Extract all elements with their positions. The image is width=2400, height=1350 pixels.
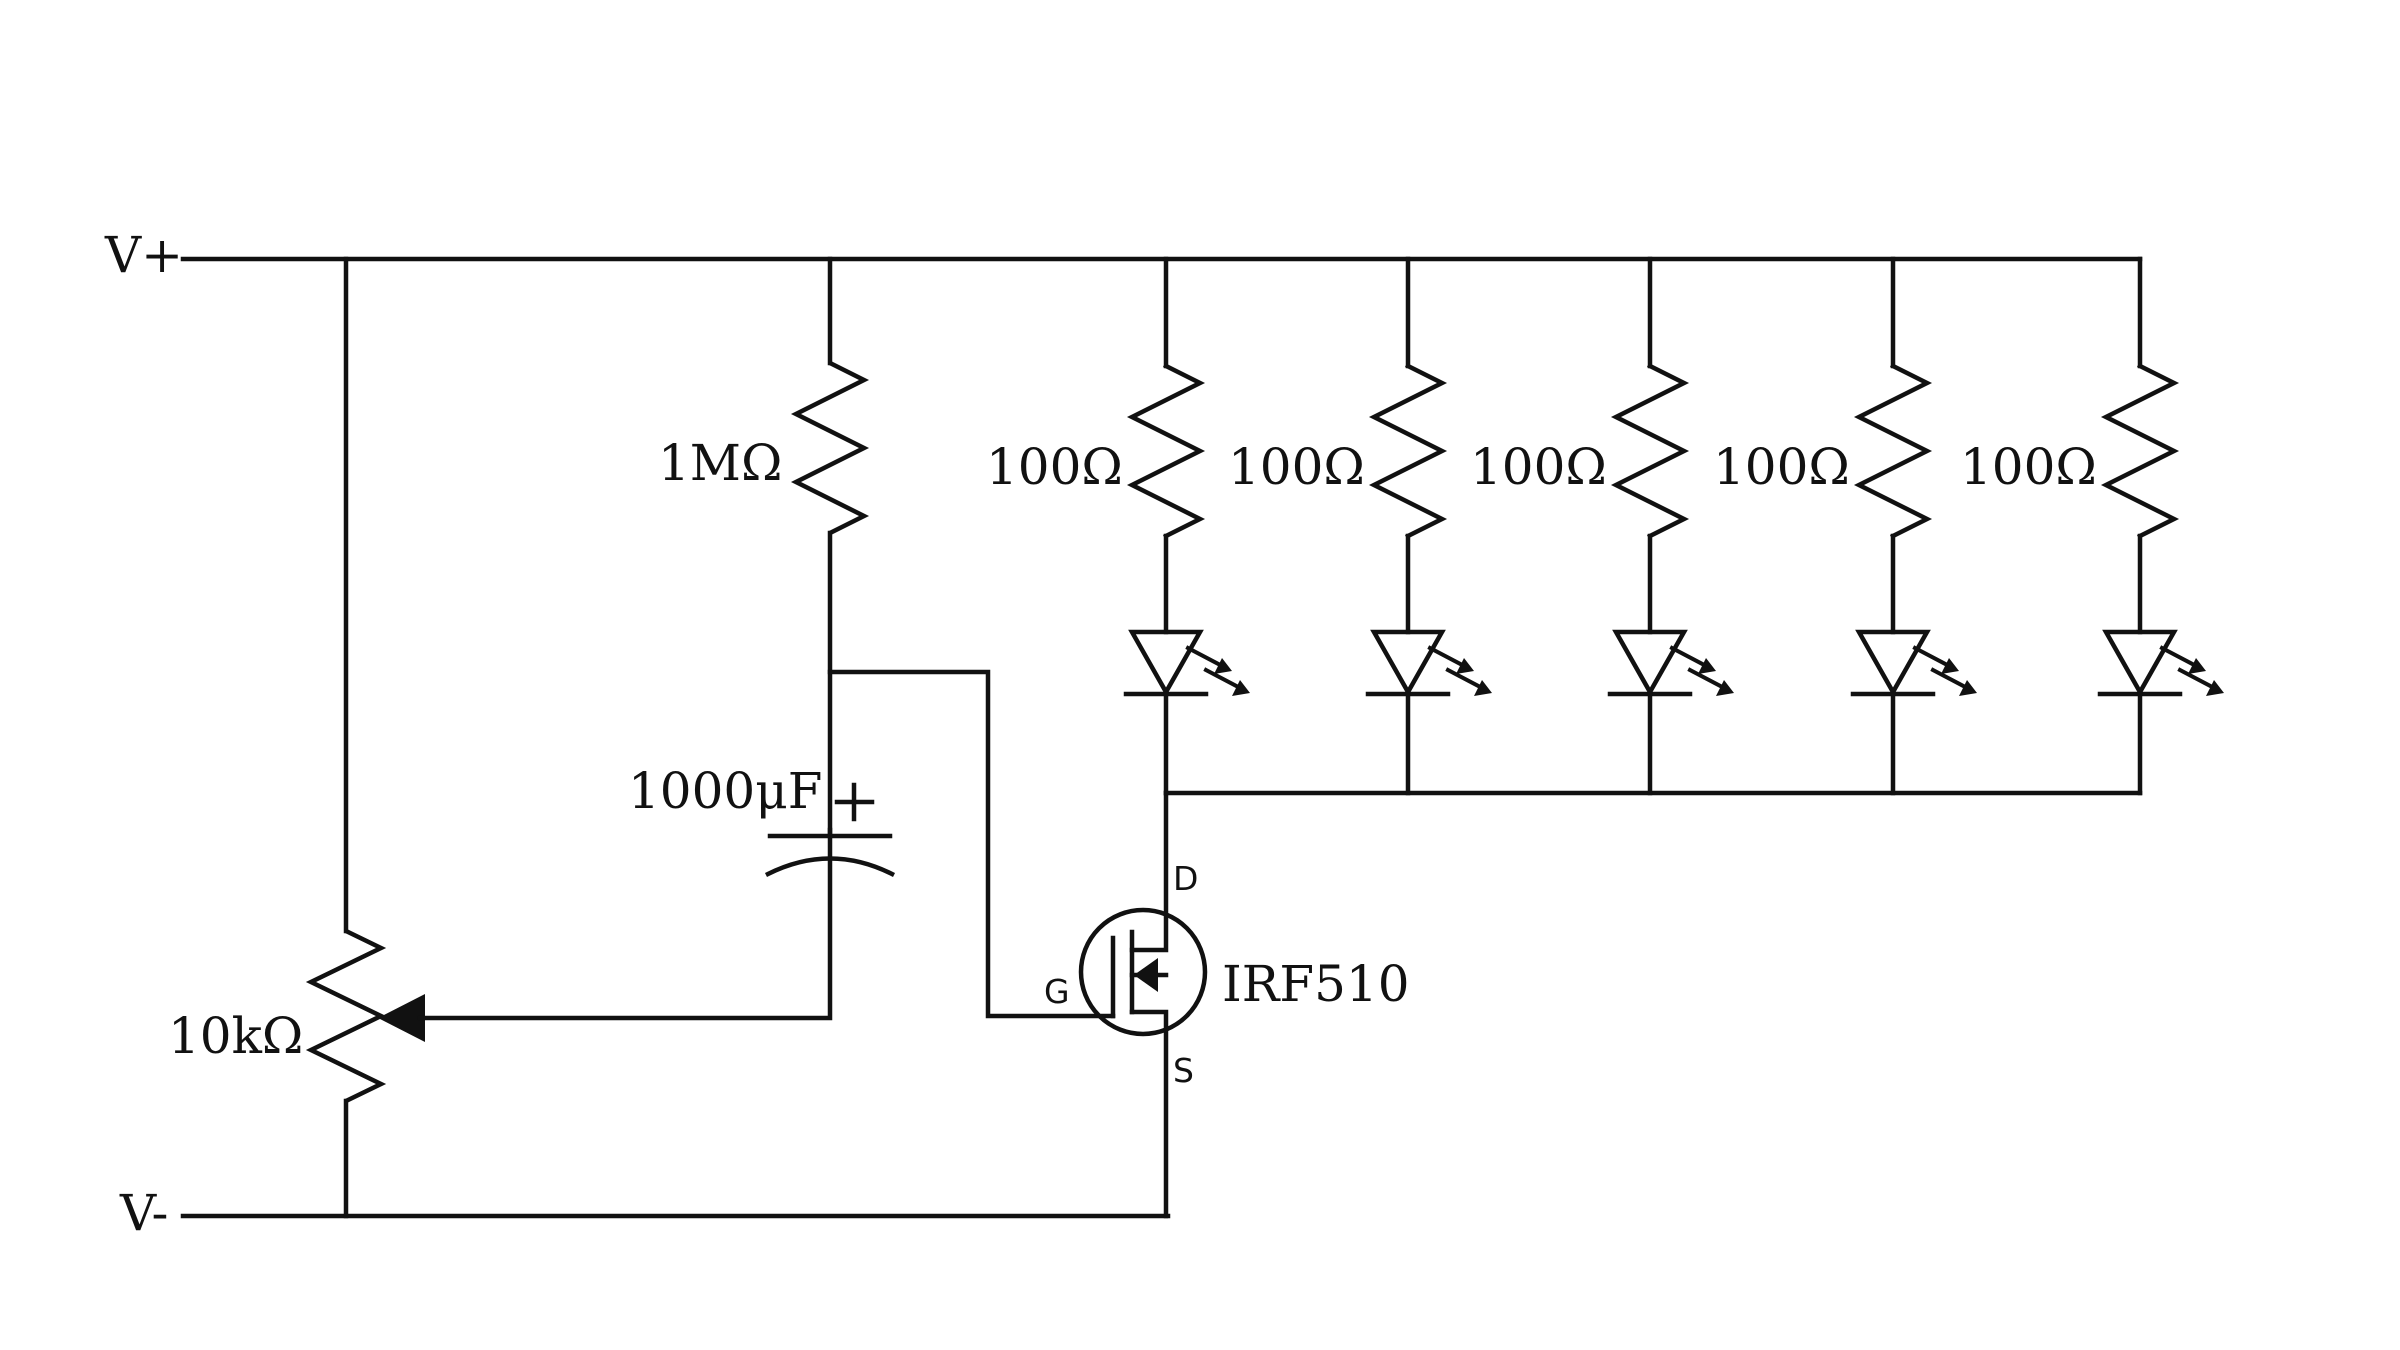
mosfet-drain-lead bbox=[1129, 790, 1169, 953]
led-4-diode-icon bbox=[1855, 629, 1931, 697]
led-3-diode-icon bbox=[1612, 629, 1688, 697]
led-3-light-arrow-2-icon bbox=[1716, 680, 1734, 696]
mosfet-body-circle bbox=[1078, 907, 1208, 1037]
led-2-light-arrow-2-icon bbox=[1474, 680, 1492, 696]
led-branches: 100Ω 100Ω 100Ω 100Ω 100Ω bbox=[986, 256, 2224, 796]
mosfet-source-lead bbox=[1129, 1009, 1169, 1219]
mosfet-drain-label: D bbox=[1173, 859, 1198, 898]
led-2-light-arrow-1-icon bbox=[1456, 658, 1474, 674]
led-branch-3-resistor-value-label: 100Ω bbox=[1470, 438, 1607, 496]
led-1-light-arrow-2-icon bbox=[1232, 680, 1250, 696]
led-4-light-arrow-1-icon bbox=[1941, 658, 1959, 674]
led-3-light-arrow-1-icon bbox=[1698, 658, 1716, 674]
capacitor-negative-plate bbox=[764, 856, 896, 878]
led-4-light-arrow-2-icon bbox=[1959, 680, 1977, 696]
led-branch-2-resistor-symbol bbox=[1368, 362, 1448, 540]
led-branch-5-resistor-symbol bbox=[2100, 362, 2180, 540]
potentiometer-wiper-arrow bbox=[378, 994, 425, 1042]
led-branch-1-resistor-symbol bbox=[1126, 362, 1206, 540]
led-1-diode-icon bbox=[1128, 629, 1204, 697]
positive-rail-label: V+ bbox=[104, 226, 183, 284]
mosfet-gate-label: G bbox=[1044, 972, 1070, 1011]
mosfet-part-label: IRF510 bbox=[1222, 955, 1410, 1013]
capacitor-value-label: 1000μF bbox=[628, 762, 822, 820]
led-branch-3-resistor-symbol bbox=[1610, 362, 1690, 540]
led-branch-1-resistor-value-label: 100Ω bbox=[986, 438, 1123, 496]
led-5-diode-icon bbox=[2102, 629, 2178, 697]
led-branch-2-resistor-value-label: 100Ω bbox=[1228, 438, 1365, 496]
potentiometer-resistor-symbol bbox=[305, 928, 387, 1104]
timing-resistor-value-label: 1MΩ bbox=[658, 434, 782, 492]
led-branch-4-resistor-symbol bbox=[1853, 362, 1933, 540]
led-branch-4-resistor-value-label: 100Ω bbox=[1713, 438, 1850, 496]
mosfet-arrow-icon bbox=[1134, 958, 1158, 992]
led-branch-5-resistor-value-label: 100Ω bbox=[1960, 438, 2097, 496]
led-5-light-arrow-1-icon bbox=[2188, 658, 2206, 674]
negative-rail-label: V- bbox=[119, 1184, 168, 1242]
gate-wire bbox=[827, 669, 1116, 1019]
timing-resistor-symbol bbox=[790, 360, 870, 536]
led-2-diode-icon bbox=[1370, 629, 1446, 697]
mosfet-source-label: S bbox=[1173, 1051, 1194, 1090]
led-1-light-arrow-1-icon bbox=[1214, 658, 1232, 674]
wiper-wire bbox=[417, 827, 833, 1021]
potentiometer-value-label: 10kΩ bbox=[168, 1007, 303, 1065]
led-5-light-arrow-2-icon bbox=[2206, 680, 2224, 696]
